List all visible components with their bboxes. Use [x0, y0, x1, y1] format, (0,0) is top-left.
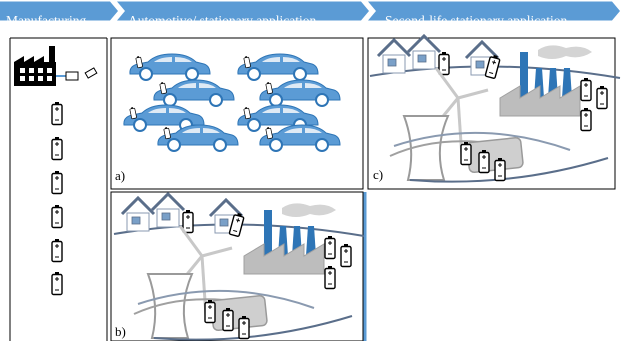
battery-icon [51, 238, 63, 263]
battery-icon [51, 204, 63, 229]
header-label-second-life: Second-life stationary application [385, 13, 567, 28]
panel-a-automotive: a) [110, 37, 364, 190]
header-stage-automotive [117, 1, 369, 21]
panel-c-second-life: c) [367, 36, 620, 190]
header-stage-second-life [368, 1, 620, 21]
battery-icon [51, 136, 63, 161]
header-label-automotive: Automotive/ stationary application [128, 13, 316, 28]
panel-b-stationary: b) [110, 191, 367, 341]
panel-a-label: a) [115, 168, 125, 183]
panel-b-label: b) [115, 324, 126, 339]
battery-icon [51, 271, 63, 296]
battery-icon [51, 170, 63, 195]
panel-c-label: c) [373, 167, 383, 182]
manufacturing-panel [9, 37, 108, 341]
header-stage-manufacturing [0, 1, 118, 21]
header-label-manufacturing: Manufacturing [6, 13, 86, 28]
battery-icon [51, 101, 63, 126]
process-header: Manufacturing Automotive/ stationary app… [0, 1, 620, 28]
factory-icon [14, 46, 98, 86]
